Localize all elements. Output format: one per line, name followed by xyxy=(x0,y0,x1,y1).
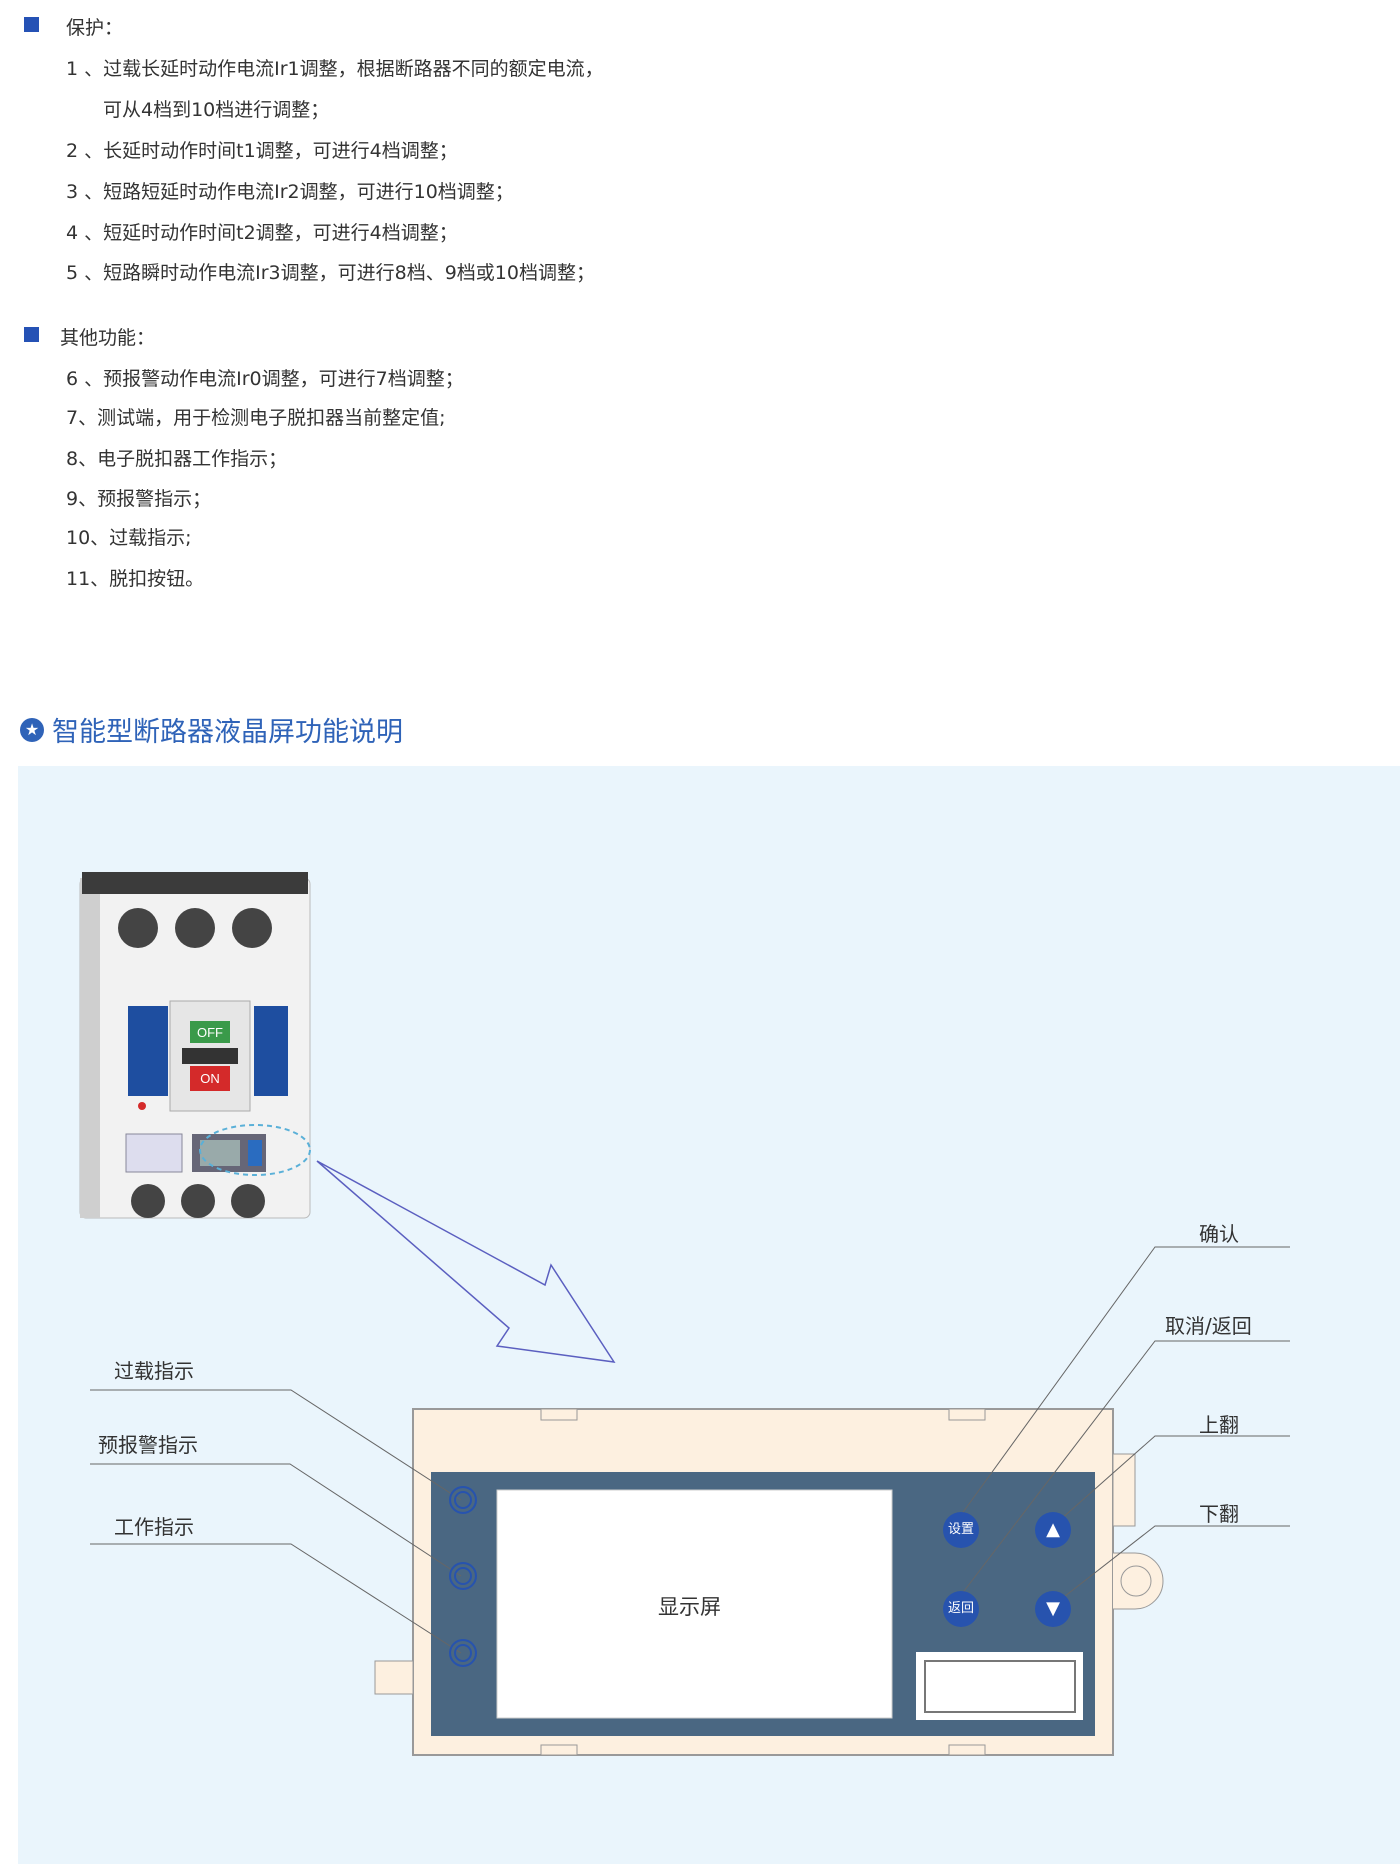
test-port xyxy=(924,1660,1076,1713)
set-button[interactable]: 设置 xyxy=(943,1512,979,1548)
label-prealarm-indicator: 预报警指示 xyxy=(98,1433,198,1457)
bullet-square xyxy=(24,327,39,342)
label-cancel-back: 取消/返回 xyxy=(1165,1314,1252,1338)
label-work-indicator: 工作指示 xyxy=(114,1515,194,1539)
list-item: 11、脱扣按钮。 xyxy=(66,568,205,590)
section-heading-text: 智能型断路器液晶屏功能说明 xyxy=(52,717,403,748)
list-item: 2 、长延时动作时间t1调整，可进行4档调整； xyxy=(66,140,458,162)
section-heading: ★ 智能型断路器液晶屏功能说明 xyxy=(20,710,403,749)
star-icon: ★ xyxy=(20,717,44,742)
breaker-image: OFF ON xyxy=(79,872,311,1219)
list-item: 10、过载指示; xyxy=(66,527,192,549)
list-item: 1 、过载长延时动作电流Ir1调整，根据断路器不同的额定电流， xyxy=(66,58,604,80)
list-item: 4 、短延时动作时间t2调整，可进行4档调整； xyxy=(66,222,458,244)
list-item: 8、电子脱扣器工作指示； xyxy=(66,448,288,470)
display-screen xyxy=(496,1489,893,1719)
back-button[interactable]: 返回 xyxy=(943,1591,979,1627)
list-item: 6 、预报警动作电流Ir0调整，可进行7档调整； xyxy=(66,368,464,390)
list-item: 9、预报警指示； xyxy=(66,488,212,510)
up-button[interactable]: ▲ xyxy=(1035,1512,1071,1548)
section-title-protection: 保护： xyxy=(66,17,124,39)
list-item: 可从4档到10档进行调整； xyxy=(103,99,330,121)
section-title-other: 其他功能： xyxy=(60,327,156,349)
screen-label: 显示屏 xyxy=(658,1595,721,1619)
label-confirm: 确认 xyxy=(1199,1222,1239,1246)
prealarm-indicator-led xyxy=(449,1562,477,1590)
arrow-icon xyxy=(316,1160,616,1363)
list-item: 7、测试端，用于检测电子脱扣器当前整定值; xyxy=(66,407,446,429)
on-label: ON xyxy=(200,1071,220,1086)
down-button[interactable]: ▼ xyxy=(1035,1591,1071,1627)
list-item: 3 、短路短延时动作电流Ir2调整，可进行10档调整； xyxy=(66,181,514,203)
off-label: OFF xyxy=(197,1025,223,1040)
bullet-square xyxy=(24,17,39,32)
overload-indicator-led xyxy=(449,1486,477,1514)
label-page-down: 下翻 xyxy=(1199,1502,1239,1526)
list-item: 5 、短路瞬时动作电流Ir3调整，可进行8档、9档或10档调整； xyxy=(66,262,595,284)
label-page-up: 上翻 xyxy=(1199,1413,1239,1437)
label-overload-indicator: 过载指示 xyxy=(114,1359,194,1383)
work-indicator-led xyxy=(449,1639,477,1667)
